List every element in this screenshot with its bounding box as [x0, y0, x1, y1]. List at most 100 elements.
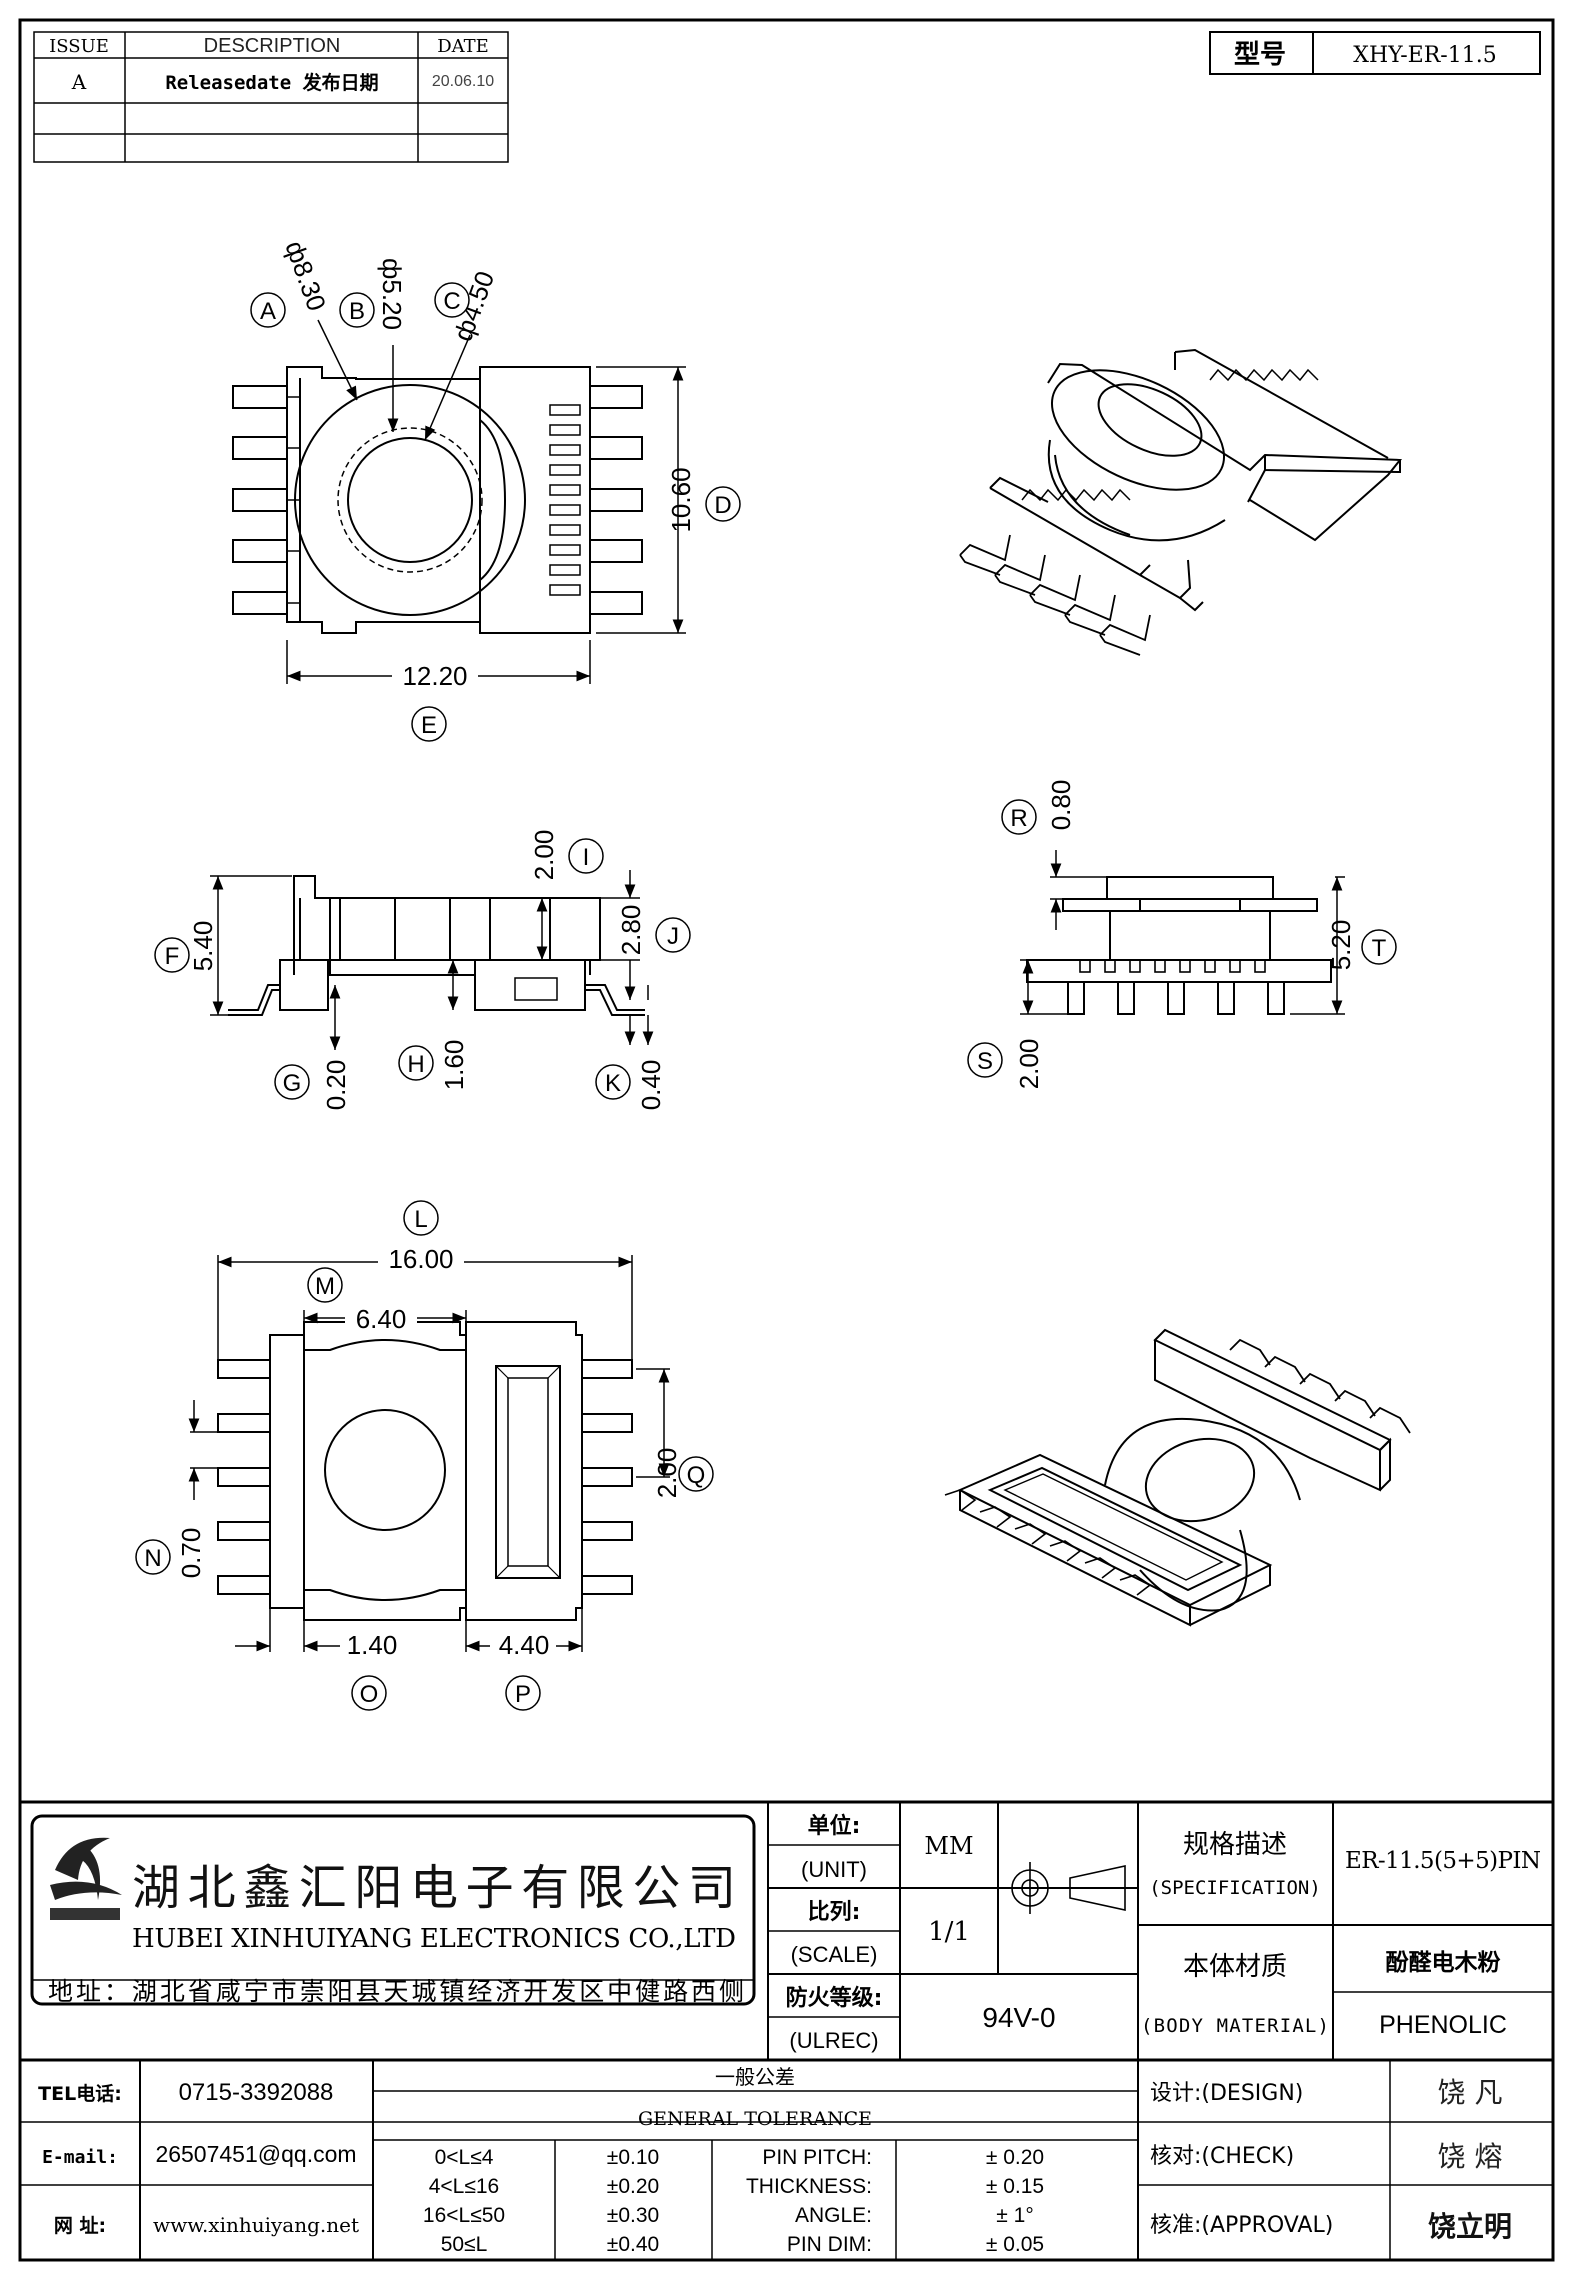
tol-value-2: ±0.30: [607, 2204, 659, 2227]
callout-B: B: [339, 292, 375, 328]
unit-label-en: (UNIT): [801, 1857, 867, 1882]
tol-itemval-1: ± 0.15: [986, 2175, 1044, 2198]
tol-item-0: PIN PITCH:: [762, 2146, 872, 2169]
dim-B-value: ф5.20: [377, 258, 407, 330]
callout-F: F: [154, 937, 190, 973]
callout-J: J: [655, 917, 691, 953]
flame-label-en: (ULREC): [789, 2028, 878, 2053]
dim-R-value: 0.80: [1046, 780, 1076, 831]
tol-range-0: 0<L≤4: [435, 2146, 494, 2169]
dim-O-value: 1.40: [347, 1630, 398, 1660]
spec-label-en: (SPECIFICATION): [1149, 1877, 1321, 1899]
svg-text:G: G: [283, 1070, 302, 1097]
svg-text:N: N: [144, 1545, 161, 1572]
email-label: E-mail:: [42, 2147, 118, 2168]
projection-symbol-icon: [1004, 1862, 1126, 1914]
dim-L-value: 16.00: [388, 1244, 453, 1274]
callout-C: C: [434, 282, 470, 318]
dim-I-value: 2.00: [529, 830, 559, 881]
svg-text:K: K: [605, 1070, 621, 1097]
tol-item-3: PIN DIM:: [787, 2233, 872, 2256]
svg-text:C: C: [443, 288, 460, 315]
callout-K: K: [595, 1064, 631, 1100]
callout-A: A: [250, 292, 286, 328]
tol-range-1: 4<L≤16: [429, 2175, 500, 2198]
front-view-dimensions: [210, 870, 654, 1050]
svg-text:I: I: [583, 844, 590, 871]
callout-D: D: [705, 486, 741, 522]
unit-value: MM: [924, 1832, 973, 1860]
dim-F-value: 5.40: [188, 921, 218, 972]
svg-text:E: E: [421, 712, 437, 739]
side-view: [1026, 876, 1332, 1015]
scale-label-en: (SCALE): [791, 1942, 878, 1967]
callout-E: E: [411, 706, 447, 742]
callout-H: H: [398, 1045, 434, 1081]
company-address: 地址：湖北省咸宁市崇阳县天城镇经济开发区中健路西侧: [48, 1977, 744, 2006]
tolerance-rows: 0<L≤4 ±0.10 PIN PITCH: ± 0.20 4<L≤16 ±0.…: [423, 2146, 1044, 2256]
top-view-dimensions: [286, 319, 686, 684]
rev-header-description: DESCRIPTION: [204, 35, 341, 57]
callout-P: P: [505, 1675, 541, 1711]
dim-Q-value: 2.00: [652, 1448, 682, 1499]
dim-E-value: 12.20: [402, 661, 467, 691]
unit-label-cn: 单位:: [808, 1813, 861, 1839]
tol-value-0: ±0.10: [607, 2146, 659, 2169]
rev-description-cell: Releasedate 发布日期: [165, 71, 378, 94]
check-name: 饶 熔: [1438, 2140, 1503, 2173]
title-block-grid: [20, 1800, 1553, 2260]
rev-date-cell: 20.06.10: [432, 73, 494, 90]
tolerance-title-cn: 一般公差: [715, 2065, 795, 2089]
tol-itemval-2: ± 1°: [996, 2204, 1033, 2227]
rev-issue-cell: A: [71, 70, 87, 94]
revision-table: [33, 31, 509, 163]
rev-header-date: DATE: [437, 36, 489, 57]
callout-S: S: [967, 1042, 1003, 1078]
svg-text:B: B: [349, 298, 365, 325]
company-logo: [50, 1837, 122, 1920]
design-label: 设计:(DESIGN): [1150, 2081, 1303, 2106]
svg-text:R: R: [1010, 805, 1027, 832]
tel-value: 0715-3392088: [179, 2079, 334, 2106]
web-label: 网 址:: [54, 2215, 106, 2237]
spec-label-cn: 规格描述: [1183, 1830, 1287, 1860]
dim-J-value: 2.80: [616, 905, 646, 956]
dim-K-value: 0.40: [636, 1060, 666, 1111]
dim-M-value: 6.40: [356, 1304, 407, 1334]
spec-value: ER-11.5(5+5)PIN: [1345, 1848, 1541, 1874]
top-view: [232, 366, 643, 634]
dim-S-value: 2.00: [1014, 1039, 1044, 1090]
approval-label: 核准:(APPROVAL): [1150, 2213, 1333, 2238]
rev-header-issue: ISSUE: [49, 36, 109, 57]
material-value-en: PHENOLIC: [1379, 2011, 1507, 2039]
svg-text:J: J: [667, 923, 679, 950]
dim-P-bg: [490, 1630, 556, 1658]
callout-G: G: [274, 1064, 310, 1100]
email-value: 26507451@qq.com: [155, 2141, 356, 2167]
tol-value-1: ±0.20: [607, 2175, 659, 2198]
svg-text:O: O: [360, 1681, 379, 1708]
svg-text:A: A: [260, 298, 276, 325]
material-value-cn: 酚醛电木粉: [1386, 1950, 1501, 1976]
company-name-cn: 湖北鑫汇阳电子有限公司: [132, 1860, 736, 1916]
dim-M-bg: [345, 1304, 417, 1332]
svg-text:F: F: [165, 943, 180, 970]
material-label-en: (BODY MATERIAL): [1141, 2015, 1329, 2037]
callout-I: I: [568, 838, 604, 874]
svg-text:M: M: [315, 1273, 335, 1300]
check-label: 核对:(CHECK): [1150, 2144, 1294, 2169]
callout-Q: Q: [678, 1456, 714, 1492]
tel-label: TEL电话:: [38, 2082, 122, 2105]
model-box: [1209, 31, 1541, 75]
dim-D-value: 10.60: [666, 467, 696, 532]
tol-range-2: 16<L≤50: [423, 2204, 505, 2227]
callouts: A B C D E F G H I J K L M N O P Q R S T: [135, 282, 1397, 1711]
tolerance-title-en: GENERAL TOLERANCE: [638, 2108, 872, 2130]
tol-value-3: ±0.40: [607, 2233, 659, 2256]
design-name: 饶 凡: [1438, 2076, 1503, 2109]
callout-N: N: [135, 1539, 171, 1575]
dim-H-value: 1.60: [439, 1040, 469, 1091]
model-label: 型号: [1234, 40, 1286, 70]
callout-O: O: [351, 1675, 387, 1711]
